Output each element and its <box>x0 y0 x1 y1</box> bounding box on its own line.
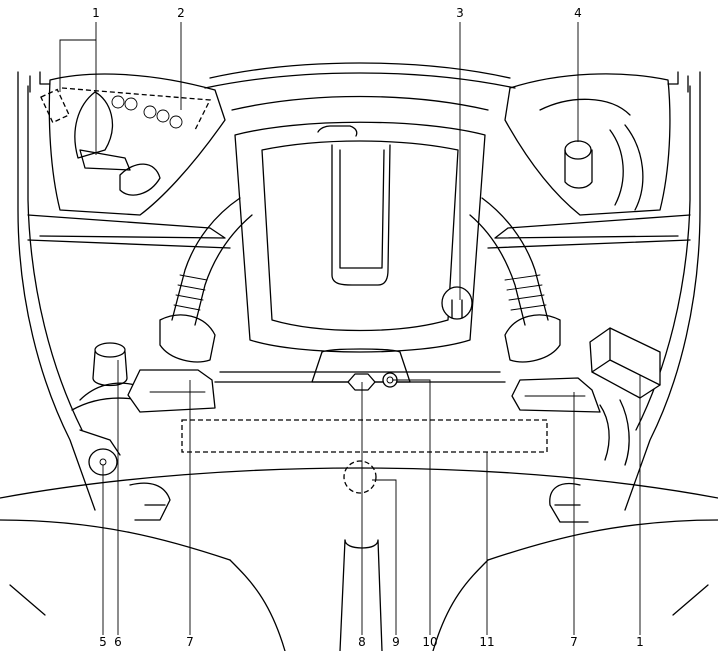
brake-fluid-reservoir <box>564 140 592 160</box>
callout-top-3: 3 <box>456 6 464 20</box>
callout-top-1: 1 <box>92 6 100 20</box>
callout-bottom-6: 6 <box>114 635 122 649</box>
left-fender-area <box>27 73 231 249</box>
body-outline <box>0 62 718 616</box>
oil-filler-cap <box>441 286 473 320</box>
callout-top-2: 2 <box>177 6 185 20</box>
front-cross-member <box>181 348 548 652</box>
right-front-components <box>511 327 661 523</box>
right-headlamp-bracket <box>511 377 601 413</box>
air-guide-dashed-outline <box>181 419 548 453</box>
callout-bottom-5: 5 <box>99 635 107 649</box>
callout-bottom-7-left: 7 <box>186 635 194 649</box>
callout-bottom-9: 9 <box>392 635 400 649</box>
left-headlamp-bracket <box>127 369 216 413</box>
callout-top-4: 4 <box>574 6 582 20</box>
callout-bottom-7-right: 7 <box>570 635 578 649</box>
left-front-components <box>71 342 216 521</box>
callouts-bottom: 5 6 7 8 9 10 11 7 1 <box>99 635 644 649</box>
relay-box <box>589 327 661 399</box>
radiator-cap <box>347 373 376 391</box>
intake-ducts <box>159 197 561 363</box>
callout-bottom-1: 1 <box>636 635 644 649</box>
fuse-box-dashed-outline <box>61 87 212 131</box>
right-fender-area <box>487 73 691 249</box>
callouts-top: 1 2 3 4 <box>92 6 582 20</box>
battery-dashed-outline <box>40 88 70 124</box>
callout-bottom-11: 11 <box>479 635 494 649</box>
hidden-component-dashed <box>343 460 377 494</box>
engine-cover <box>234 121 486 353</box>
leader-lines <box>59 22 641 635</box>
callout-bottom-8: 8 <box>358 635 366 649</box>
callout-bottom-10: 10 <box>422 635 437 649</box>
